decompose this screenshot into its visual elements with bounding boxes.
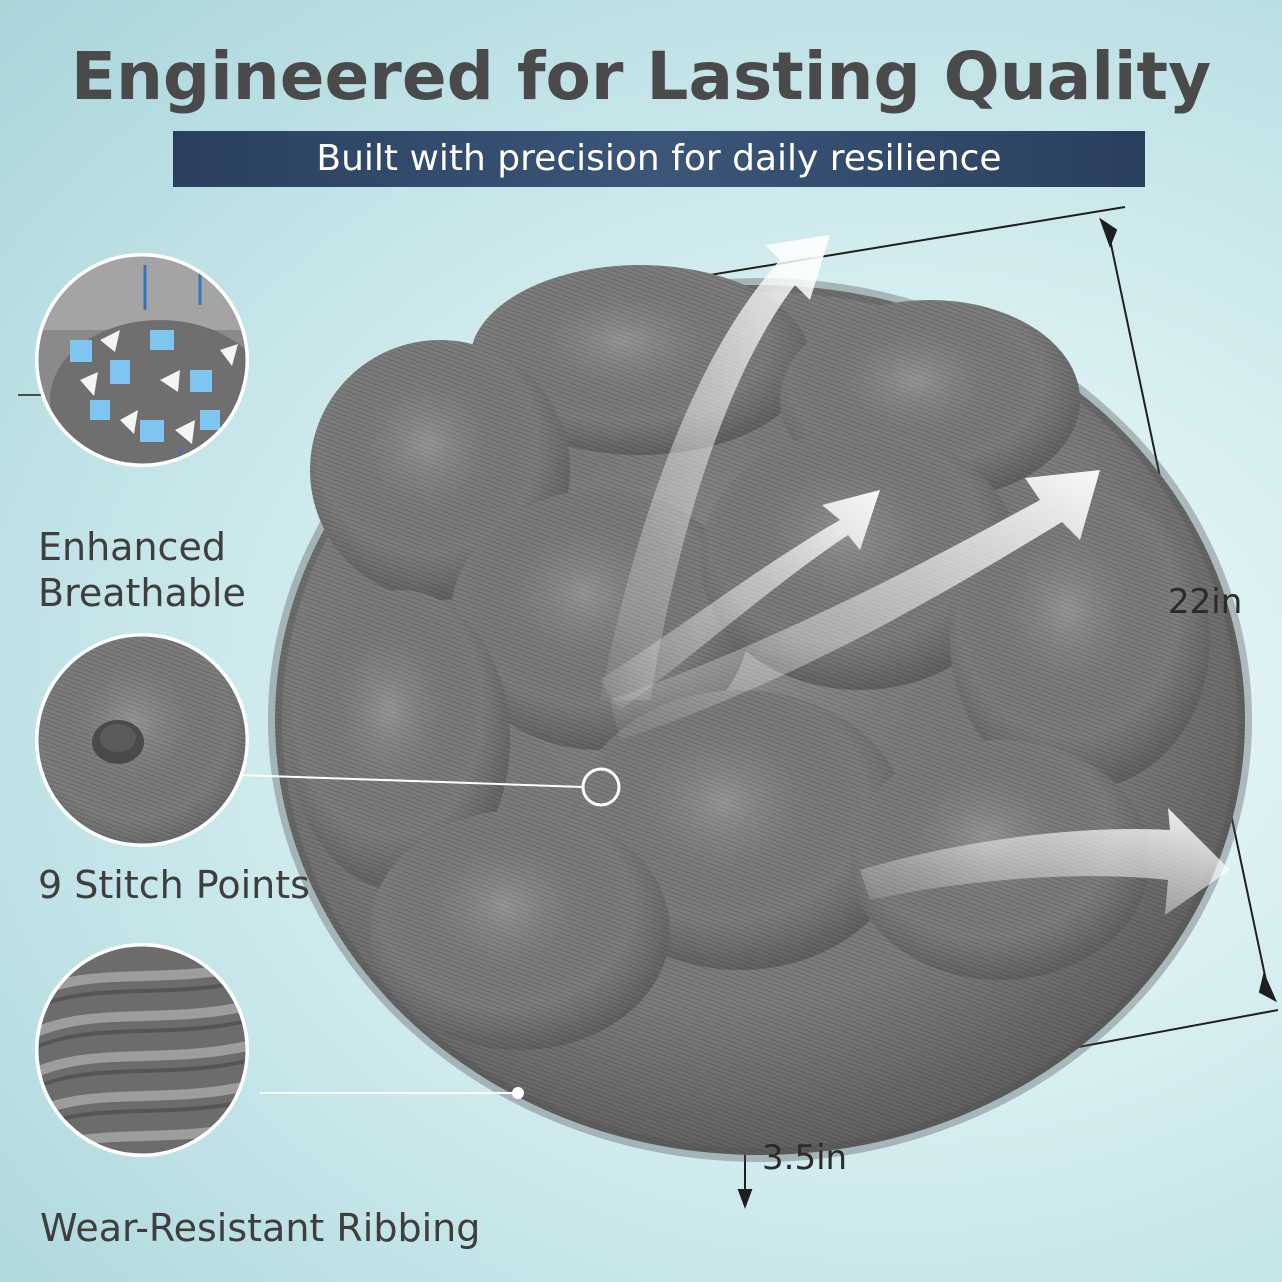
page-title: Engineered for Lasting Quality: [70, 38, 1212, 115]
round-cushion: [268, 265, 1252, 1162]
feature-label-stitch: 9 Stitch Points: [38, 863, 310, 907]
subtitle-text: Built with precision for daily resilienc…: [316, 138, 1002, 179]
breathable-foam-closeup: [35, 253, 249, 467]
thickness-label: 3.5in: [762, 1138, 848, 1178]
feature-label-line2: Breathable: [38, 571, 246, 615]
subtitle-banner: Built with precision for daily resilienc…: [173, 131, 1145, 187]
ribbing-closeup: [35, 943, 249, 1157]
feature-label-line1: Enhanced: [38, 525, 226, 569]
stitch-point-closeup: [35, 633, 249, 847]
feature-label-breathable: Enhanced Breathable: [38, 524, 246, 616]
rib-point-marker: [512, 1087, 524, 1099]
tufted-puffs: [290, 265, 1210, 1050]
airflow-arrows: [600, 235, 1230, 915]
feature-label-ribbing: Wear-Resistant Ribbing: [40, 1206, 481, 1250]
diameter-label: 22in: [1168, 582, 1243, 622]
